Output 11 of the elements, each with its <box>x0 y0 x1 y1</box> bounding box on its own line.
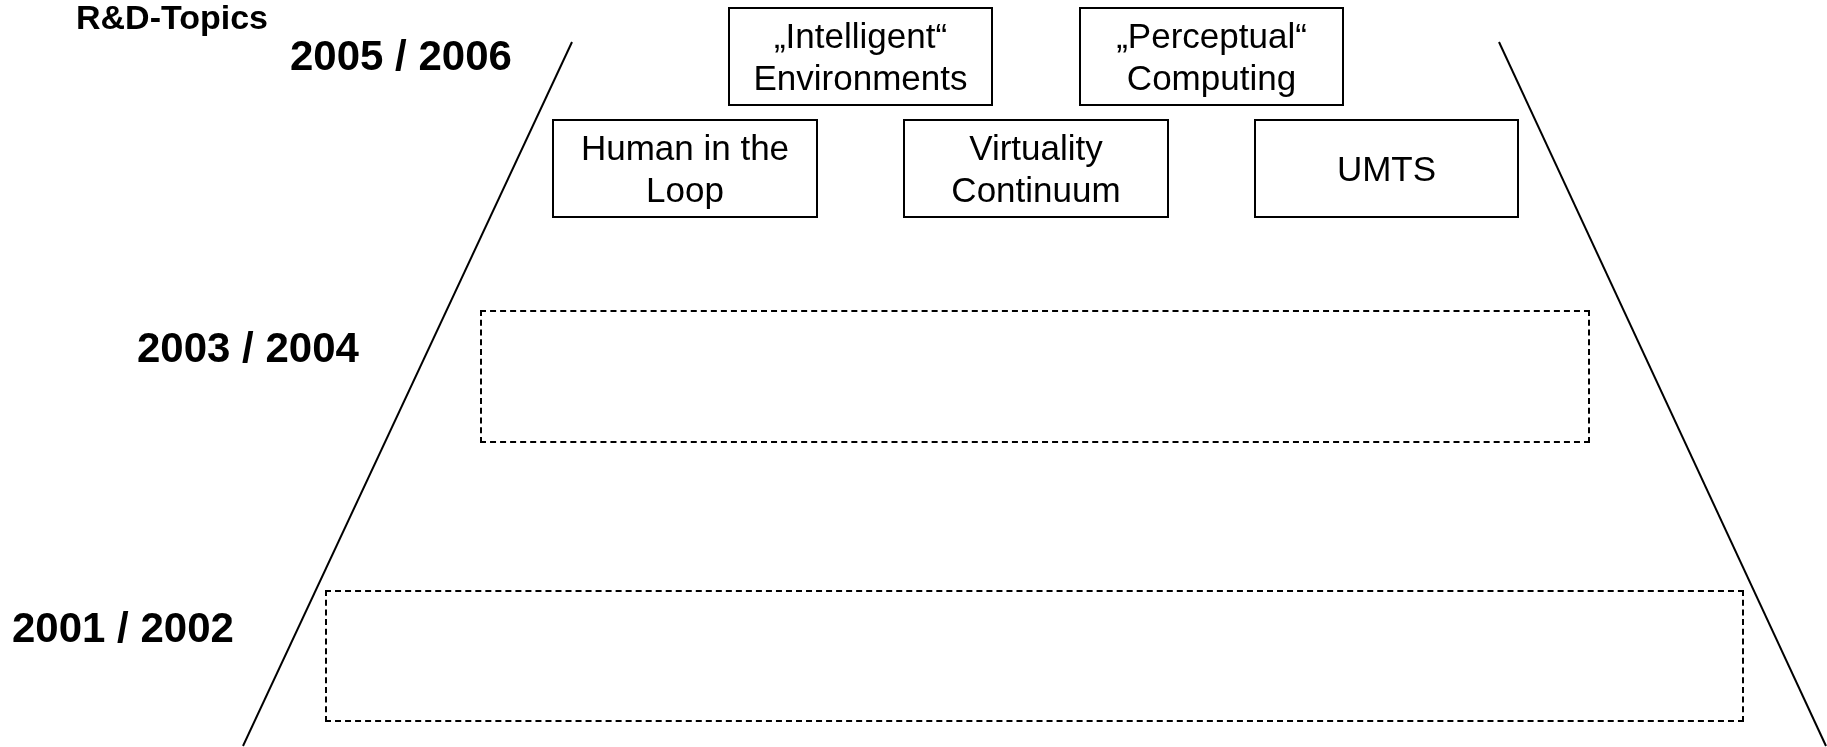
topic-box: „Perceptual“ Computing <box>1079 7 1344 106</box>
dashed-box <box>480 310 1590 443</box>
topic-box: Human in the Loop <box>552 119 818 218</box>
title: R&D-Topics <box>76 0 269 34</box>
year-label: 2001 / 2002 <box>12 603 234 653</box>
year-label: 2003 / 2004 <box>137 323 359 373</box>
dashed-box <box>325 590 1744 722</box>
topic-box: „Intelligent“ Environments <box>728 7 993 106</box>
year-label: 2005 / 2006 <box>290 31 512 81</box>
topic-box: UMTS <box>1254 119 1519 218</box>
topic-box: Virtuality Continuum <box>903 119 1169 218</box>
